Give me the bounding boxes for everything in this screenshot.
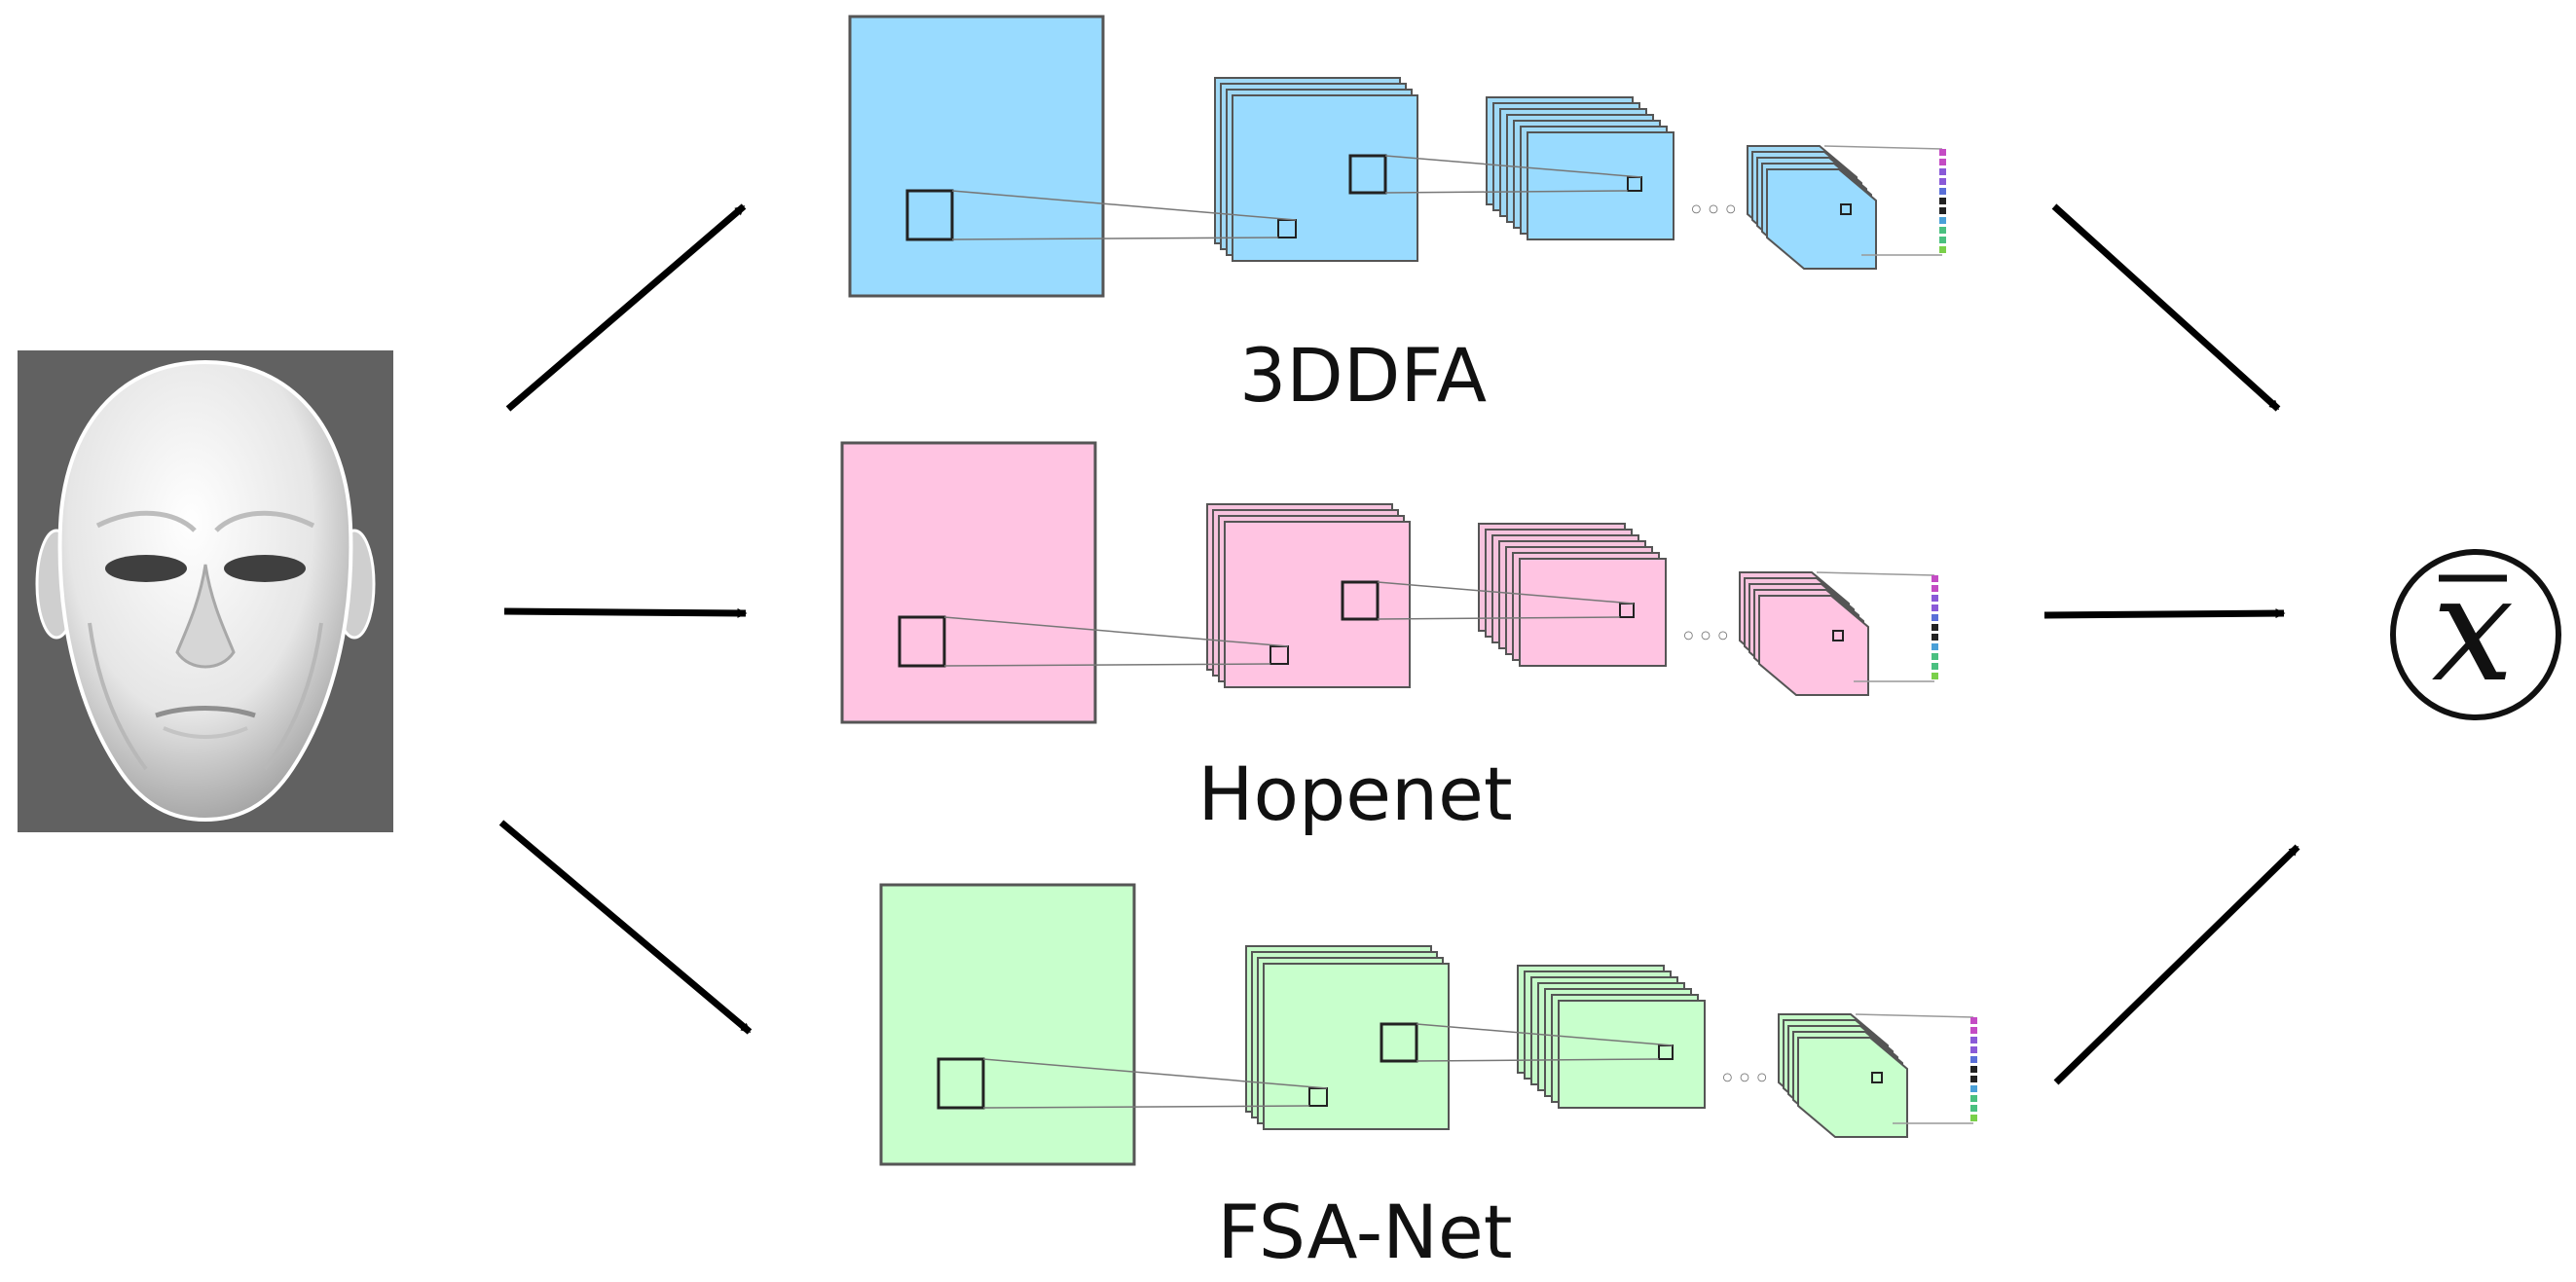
conv-layer-1-map [1263, 963, 1450, 1130]
output-neuron [1932, 614, 1938, 621]
kernel-box [1277, 219, 1297, 238]
arrow-from-3ddfa [2051, 203, 2281, 412]
projection-line [951, 190, 1297, 221]
output-neuron [1970, 1085, 1977, 1092]
arrow-to-fsanet [498, 820, 753, 1035]
receptive-field-box [898, 615, 946, 668]
output-neuron [1932, 643, 1938, 650]
output-neuron [1970, 1095, 1977, 1102]
kernel-box [1832, 630, 1844, 641]
output-neuron [1932, 575, 1938, 582]
projection-line [1416, 1023, 1674, 1046]
network-label-fsanet: FSA-Net [1217, 1189, 1512, 1275]
output-neuron [1970, 1027, 1977, 1034]
output-neuron [1939, 149, 1946, 156]
output-neuron [1932, 624, 1938, 631]
output-neuron [1932, 634, 1938, 641]
projection-line [982, 1105, 1310, 1109]
projection-line [1377, 616, 1621, 620]
projection-line [943, 663, 1271, 667]
fc-connection [1855, 1013, 1974, 1018]
output-neuron [1970, 1105, 1977, 1112]
final-conv-map [1766, 168, 1877, 270]
conv-layer-2-map [1558, 1000, 1706, 1109]
arrow-to-hopenet [503, 607, 748, 618]
output-neuron [1939, 188, 1946, 195]
cnn-3ddfa: ◦◦◦ 3DDFA [848, 15, 1946, 419]
output-neuron [1939, 207, 1946, 214]
input-feature-map [840, 441, 1097, 724]
output-neuron [1939, 227, 1946, 234]
network-label-hopenet: Hopenet [1197, 751, 1512, 837]
kernel-box [1840, 203, 1852, 215]
output-neuron [1939, 198, 1946, 204]
receptive-field-box [1341, 580, 1380, 621]
output-neuron [1932, 653, 1938, 660]
conv-layer-1-map [1224, 521, 1411, 688]
output-neuron [1939, 217, 1946, 224]
projection-line [982, 1058, 1328, 1089]
output-neuron [1970, 1046, 1977, 1053]
ellipsis-text: ◦◦◦ [1718, 1062, 1770, 1096]
ellipsis-text: ◦◦◦ [1679, 620, 1731, 654]
kernel-box [1270, 645, 1289, 665]
receptive-field-box [1348, 154, 1387, 195]
input-face-image [18, 350, 393, 832]
receptive-field-box [905, 189, 954, 241]
fc-connection [1823, 145, 1943, 150]
output-neuron [1970, 1017, 1977, 1024]
output-neuron [1970, 1037, 1977, 1044]
ellipsis-text: ◦◦◦ [1687, 194, 1739, 228]
network-label-3ddfa: 3DDFA [1239, 332, 1487, 419]
conv-layer-2-map [1527, 131, 1674, 240]
receptive-field-box [937, 1057, 985, 1110]
projection-line [1377, 581, 1635, 604]
output-neuron [1939, 168, 1946, 175]
cnn-hopenet: ◦◦◦ Hopenet [840, 441, 1938, 837]
output-neuron [1939, 159, 1946, 165]
kernel-box [1308, 1087, 1328, 1107]
projection-line [1384, 155, 1642, 178]
conv-layer-2-map [1519, 558, 1667, 667]
final-conv-map [1797, 1037, 1908, 1138]
kernel-box [1871, 1072, 1883, 1083]
output-neuron [1970, 1076, 1977, 1082]
input-feature-map [879, 883, 1136, 1166]
3d-face-render-icon [35, 359, 376, 823]
output-neuron [1932, 673, 1938, 679]
output-neuron [1939, 237, 1946, 243]
output-neuron [1932, 604, 1938, 611]
output-neuron [1932, 585, 1938, 592]
output-neuron [1970, 1066, 1977, 1073]
arrow-from-hopenet [2043, 608, 2286, 619]
arrow-from-fsanet [2053, 844, 2300, 1085]
projection-line [951, 237, 1279, 240]
projection-line [1384, 190, 1629, 194]
conv-layer-1-map [1232, 94, 1418, 262]
output-neuron [1932, 663, 1938, 670]
arrow-to-3ddfa [505, 203, 747, 412]
output-neuron [1939, 178, 1946, 185]
projection-line [943, 616, 1289, 647]
mean-symbol: x [2432, 545, 2515, 714]
output-neuron [1970, 1056, 1977, 1063]
cnn-fsanet: ◦◦◦ FSA-Net [879, 883, 1977, 1275]
receptive-field-box [1380, 1022, 1418, 1063]
projection-line [1416, 1058, 1660, 1062]
output-neuron [1939, 246, 1946, 253]
mean-circle-icon: x [2390, 545, 2561, 720]
final-conv-map [1758, 595, 1869, 696]
output-neuron [1970, 1115, 1977, 1121]
fc-connection [1816, 571, 1935, 576]
input-feature-map [848, 15, 1105, 298]
output-neuron [1932, 595, 1938, 602]
